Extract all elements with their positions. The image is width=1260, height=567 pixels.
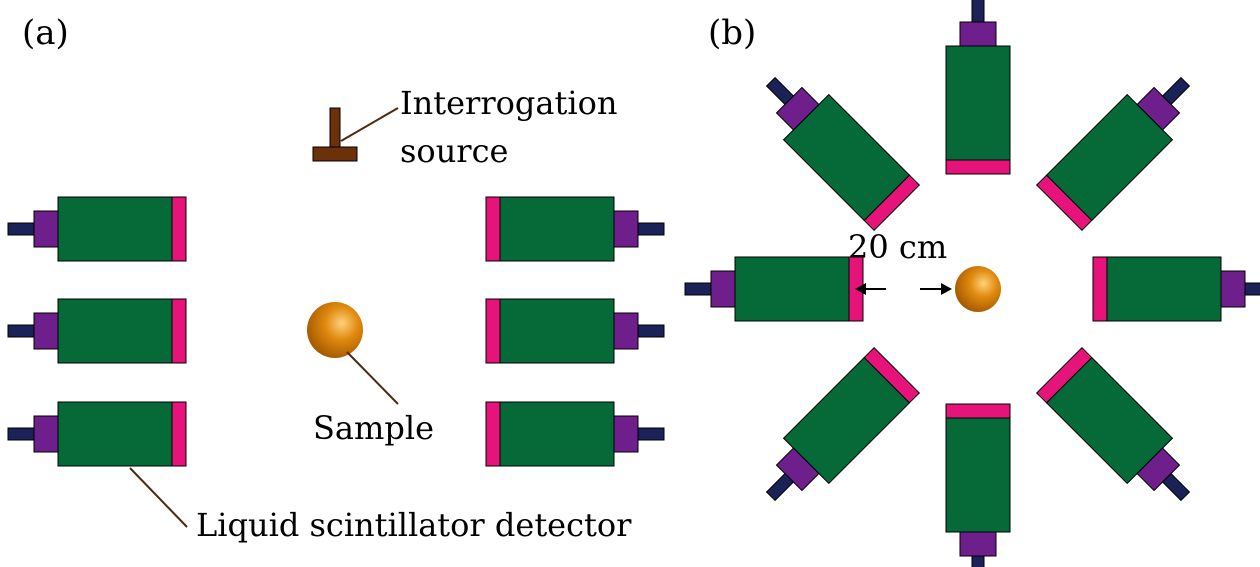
source-stem [329,107,341,149]
connector [1161,76,1191,106]
detector-group-b [684,0,1260,567]
detector-face [171,401,187,467]
connector [637,427,665,441]
detector-face [485,298,501,364]
connector [971,0,985,23]
detector-face [945,159,1011,175]
sample-leader-line [346,351,399,405]
detector-b-left [684,256,864,322]
detector-body [57,401,173,467]
distance-arrow-right [920,283,952,295]
pmt-base [613,210,639,248]
sample-label: Sample [313,409,434,447]
detector-face [1092,256,1108,322]
connector [765,472,795,502]
detector-body [499,401,615,467]
detector-a-left-2 [7,298,187,364]
detector-a-right-2 [485,298,665,364]
connector [1161,472,1191,502]
panel-a-label: (a) [22,13,69,53]
panel-b-label: (b) [708,13,756,53]
connector [1244,282,1260,296]
detector-b-upper-left [765,76,921,232]
detector-face [171,298,187,364]
detector-body [734,256,850,322]
detector-b-bottom [945,403,1011,567]
source-leader-line [340,107,399,142]
connector [684,282,712,296]
pmt-base [710,270,736,308]
detector-b-lower-right [1035,346,1191,502]
connector [765,76,795,106]
source-label-line1: Interrogation [400,84,617,122]
pmt-base [613,415,639,453]
detector-face [485,196,501,262]
panel-a: (a) Interrogation source Sample Liquid s… [7,13,665,544]
pmt-base [1220,270,1246,308]
detector-face [945,403,1011,419]
detector-a-right-1 [485,196,665,262]
detector-face [485,401,501,467]
detector-body [499,298,615,364]
connector [7,427,35,441]
pmt-base [959,531,997,557]
connector [637,222,665,236]
source-base [312,146,358,162]
connector [637,324,665,338]
pmt-base [959,21,997,47]
detector-body [945,417,1011,533]
panel-b: (b) 20 cm [684,0,1260,567]
detector-a-left-1 [7,196,187,262]
pmt-base [33,415,59,453]
detector-body [499,196,615,262]
distance-arrow-left [855,283,886,295]
connector [7,222,35,236]
detector-body [1106,256,1222,322]
detector-b-right [1092,256,1260,322]
distance-label: 20 cm [848,228,947,266]
connector [971,555,985,567]
source-label-line2: source [400,132,508,170]
detector-label: Liquid scintillator detector [196,506,632,544]
detector-leader-line [129,467,188,528]
detector-b-lower-left [765,346,921,502]
detector-body [57,298,173,364]
pmt-base [33,210,59,248]
connector [7,324,35,338]
detector-a-left-3 [7,401,187,467]
detector-b-upper-right [1035,76,1191,232]
detector-group-a [7,196,665,467]
sample-sphere [307,302,363,358]
detector-body [945,45,1011,161]
pmt-base [613,312,639,350]
detector-a-right-3 [485,401,665,467]
detector-b-top [945,0,1011,175]
detector-face [171,196,187,262]
interrogation-source [312,107,358,162]
pmt-base [33,312,59,350]
center-sample-sphere [955,266,1001,312]
detector-body [57,196,173,262]
